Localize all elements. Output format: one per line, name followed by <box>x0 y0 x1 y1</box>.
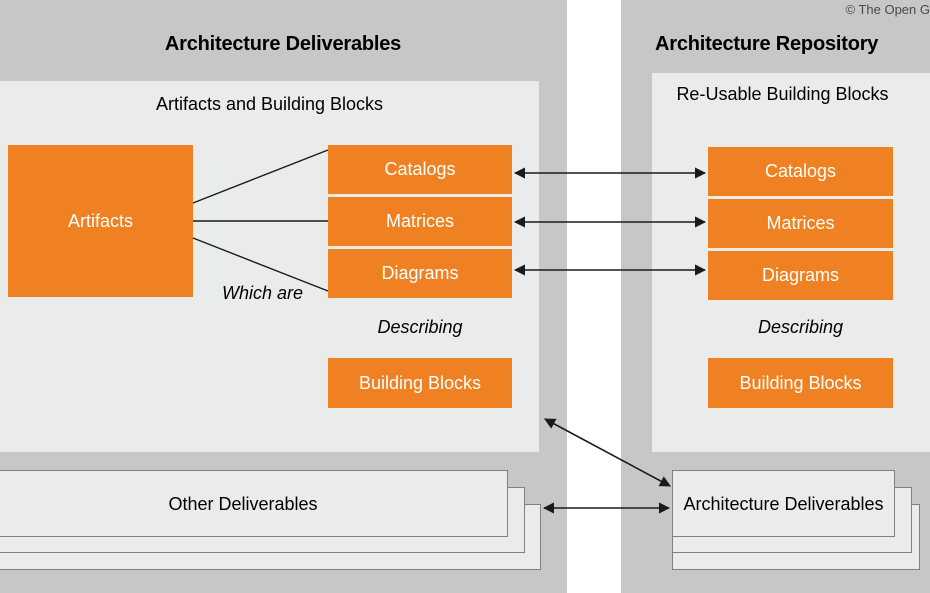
which-are-label: Which are <box>221 283 304 303</box>
right-matrices-label: Matrices <box>766 213 835 233</box>
right-matrices-box[interactable]: Matrices <box>708 199 893 248</box>
left-diagrams-box[interactable]: Diagrams <box>328 249 512 298</box>
artifacts-box[interactable]: Artifacts <box>8 145 193 297</box>
right-building-blocks-box[interactable]: Building Blocks <box>708 358 893 408</box>
left-building-blocks-box[interactable]: Building Blocks <box>328 358 512 408</box>
panel-title-architecture-repository: Architecture Repository <box>655 33 879 55</box>
architecture-deliverables-card-label: Architecture Deliverables <box>683 493 884 514</box>
right-diagrams-box[interactable]: Diagrams <box>708 251 893 300</box>
left-matrices-box[interactable]: Matrices <box>328 197 512 246</box>
architecture-deliverables-card[interactable]: Architecture Deliverables <box>672 470 895 537</box>
artifacts-box-label: Artifacts <box>67 210 133 231</box>
right-catalogs-label: Catalogs <box>764 161 837 181</box>
right-catalogs-box[interactable]: Catalogs <box>708 147 893 196</box>
left-catalogs-box[interactable]: Catalogs <box>328 145 512 194</box>
right-describing-label: Describing <box>757 317 844 337</box>
inner-title-artifacts-and-building-blocks: Artifacts and Building Blocks <box>155 94 384 114</box>
other-deliverables-card[interactable]: Other Deliverables <box>0 470 508 537</box>
copyright-notice: © The Open G <box>845 2 930 17</box>
other-deliverables-label: Other Deliverables <box>168 493 318 514</box>
left-matrices-label: Matrices <box>385 211 454 231</box>
left-building-blocks-label: Building Blocks <box>358 372 482 393</box>
right-building-blocks-label: Building Blocks <box>739 372 862 393</box>
inner-title-reusable-building-blocks: Re-Usable Building Blocks <box>676 84 889 104</box>
left-describing-label: Describing <box>377 317 463 337</box>
left-catalogs-label: Catalogs <box>384 159 456 179</box>
panel-title-architecture-deliverables: Architecture Deliverables <box>164 33 402 55</box>
left-diagrams-label: Diagrams <box>381 263 459 283</box>
right-diagrams-label: Diagrams <box>761 265 840 285</box>
